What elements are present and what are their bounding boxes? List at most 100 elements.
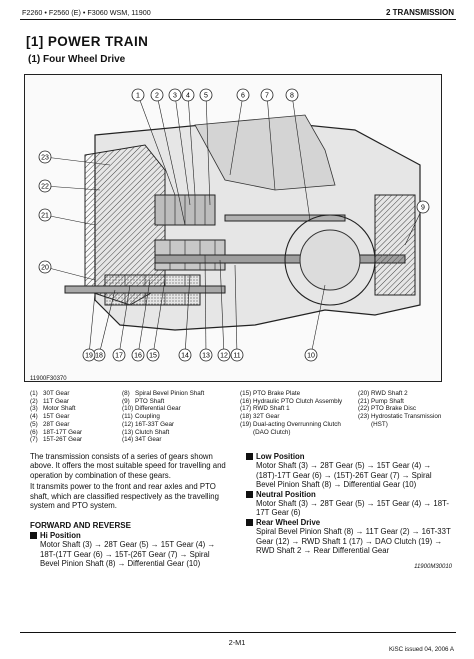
subsection-title: (1) Four Wheel Drive [28,54,126,65]
hi-position-label: Hi Position [40,530,81,540]
legend-item: (2) 11T Gear [30,398,122,406]
legend-item-label: 32T Gear [253,413,280,421]
callout-leader [44,185,101,191]
footer-rule [20,632,456,633]
legend-item: (5)28T Gear [30,421,122,429]
legend-item: (16)Hydraulic PTO Clutch Assembly [240,398,358,406]
callout-number: 11 [233,353,240,360]
header-models: F2260 • F2560 (E) • F3060 WSM, 11900 [22,8,151,17]
legend-item-number: (19) [240,420,252,428]
callout-leader [88,292,96,356]
legend-item-number: (6) [30,428,38,436]
legend-item: (10)Differential Gear [122,405,240,413]
callout-number: 22 [41,184,49,191]
callout-circle [217,348,231,362]
bullet-square-icon [30,532,37,540]
callout-leader [137,279,151,356]
callout-number: 17 [115,353,123,360]
differential-gear [299,229,361,291]
page-number: 2-M1 [228,638,246,647]
callout-number: 5 [204,93,208,100]
low-position-text: Motor Shaft (3) → 28T Gear (5) → 15T Gea… [256,461,432,490]
legend-item-label: Clutch Shaft [135,428,170,436]
legend-item: (11)Coupling [122,413,240,421]
legend-item-label: Hydraulic PTO Clutch Assembly [253,397,343,405]
callout-leader [310,284,326,356]
callout-number: 7 [265,93,269,100]
callout-circle [416,200,430,214]
legend-item-number: (4) [30,413,38,421]
legend-item-number: (10) [122,405,134,413]
legend-col-1: (1)30T Gear(2)11T Gear(3)Motor Shaft(4)1… [30,390,122,444]
callout-number: 9 [421,205,425,212]
legend-item-label: Hydrostatic Transmission (HST) [371,413,442,428]
legend-item: (9)PTO Shaft [122,398,240,406]
callout-circle [285,88,299,102]
callout-leader [156,94,186,226]
legend-item-number: (15) [240,390,252,397]
legend-item-number: (18) [240,413,252,421]
callout-number: 14 [181,353,189,360]
callout-circle [236,88,250,102]
legend-item: (4) 15T Gear [30,413,122,421]
callout-leader [219,259,225,356]
forward-reverse-heading: FORWARD AND REVERSE [30,521,131,531]
legend-item-label: 18T-17T Gear [43,428,83,436]
legend-item-label: PTO Brake Plate [253,390,301,397]
legend-item-label: 15T Gear [43,413,70,421]
bullet-square-icon [246,453,253,461]
callout-number: 13 [202,353,210,360]
legend-item-label: 15T-26T Gear [43,436,83,444]
callout-leader [98,289,116,356]
low-position-heading: Low Position [246,452,452,461]
legend-item: (8)Spiral Bevel Pinion Shaft [122,390,240,398]
callout-circle [112,348,126,362]
legend-item-number: (8) [122,390,130,397]
legend-item: (7)15T-26T Gear [30,436,122,444]
callout-circle [260,88,274,102]
pto-shaft [64,285,226,294]
legend-item-label: Differential Gear [135,405,181,413]
legend-col-3: (15)PTO Brake Plate(16)Hydraulic PTO Clu… [240,390,358,436]
legend-item: (6) 18T-17T Gear [30,429,122,437]
callout-leader [118,284,131,356]
legend-item-label: Coupling [135,413,160,421]
rear-wheel-drive-label: Rear Wheel Drive [256,517,321,527]
callout-leader [205,94,211,206]
legend-item-label: 34T Gear [135,436,162,444]
callout-leader [204,254,207,356]
callout-number: 18 [95,353,103,360]
callout-circle [168,88,182,102]
callout-number: 4 [186,93,190,100]
legend-item-number: (23) [358,413,370,421]
legend-item: (22)PTO Brake Disc [358,405,456,413]
legend-item-number: (1) [30,390,38,397]
legend-item-number: (17) [240,405,252,413]
callout-leader [291,94,311,221]
legend-item-number: (5) [30,420,38,428]
callout-leader [44,156,111,166]
callout-number: 20 [41,265,49,272]
callout-circle [230,348,244,362]
legend-item-label: PTO Shaft [135,397,165,405]
legend-item: (18)32T Gear [240,413,358,421]
legend-item-label: RWD Shaft 1 [253,405,290,413]
legend-item-number: (20) [358,390,370,397]
header-rule [20,19,456,20]
rear-flange [374,194,416,296]
callout-number: 15 [149,353,157,360]
callout-circle [38,260,52,274]
legend-item-label: RWD Shaft 2 [371,390,408,397]
callout-circle [199,348,213,362]
legend-item-label: 11T Gear [43,397,70,405]
legend-item: (19)Dual-acting Overrunning Clutch (DAO … [240,421,358,436]
legend-item: (15)PTO Brake Plate [240,390,358,398]
legend-item-label: 30T Gear [43,390,70,397]
legend-item: (21)Pump Shaft [358,398,456,406]
header-chapter: 2 TRANSMISSION [385,8,454,17]
callout-leader [174,94,191,206]
legend-item-number: (2) [30,397,38,405]
